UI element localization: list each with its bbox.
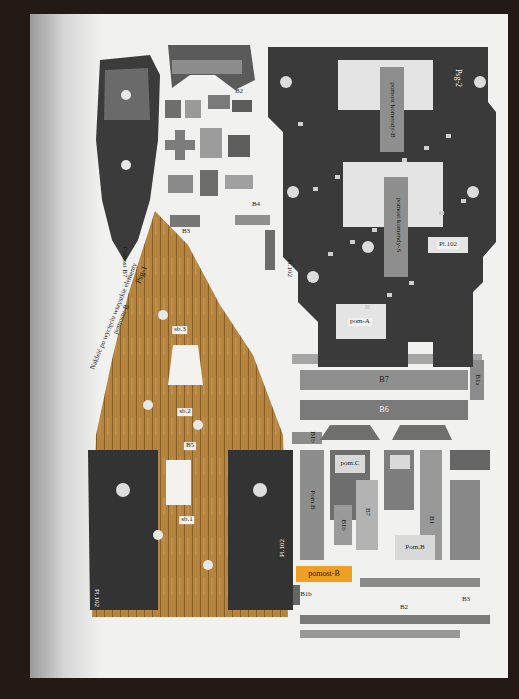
part-label: Pom.B (308, 490, 316, 509)
part-label: B3 (462, 596, 470, 604)
part-label: B7 (363, 508, 371, 516)
bulwark-strip: B6 (300, 400, 468, 420)
part-label: Pl.102 (285, 259, 293, 277)
part-label: B1b (339, 519, 347, 531)
part-label: sb.2 (177, 408, 192, 416)
part-label: pomost komendy-B (388, 82, 396, 137)
part-label: pom.C (341, 460, 360, 468)
part-tag: pomost-B (296, 566, 352, 582)
part-code: B6 (379, 406, 388, 415)
part-label: B2 (400, 604, 408, 612)
part-label: sb.3 (172, 326, 187, 334)
part-code: B7 (379, 376, 388, 385)
part-label: Pom.B (405, 544, 424, 552)
part-label: sb.1 (179, 516, 194, 524)
bulwark-strip: B7 (300, 370, 468, 390)
part-label: B1b (300, 591, 312, 599)
part-label: Pl.102 (437, 241, 459, 249)
part-label: B5 (184, 442, 196, 450)
part-label: B1a (473, 374, 481, 385)
part-label: B2 (235, 88, 243, 96)
part-label: Pl.102 (279, 539, 287, 557)
deck-panel-outline (258, 42, 498, 367)
part-label: pomost komendy-S (394, 198, 402, 253)
part-label: pom-A (348, 318, 372, 326)
deck-panel: Psg-2 (258, 42, 498, 367)
part-label: Pl.102 (92, 589, 100, 607)
part-label: B1b (308, 431, 316, 443)
part-label: B1 (427, 516, 435, 524)
part-code: Psg-2 (454, 69, 463, 87)
part-label: B4 (252, 201, 260, 209)
part-label: B3 (182, 228, 190, 236)
part-code: pomost-B (308, 570, 340, 579)
